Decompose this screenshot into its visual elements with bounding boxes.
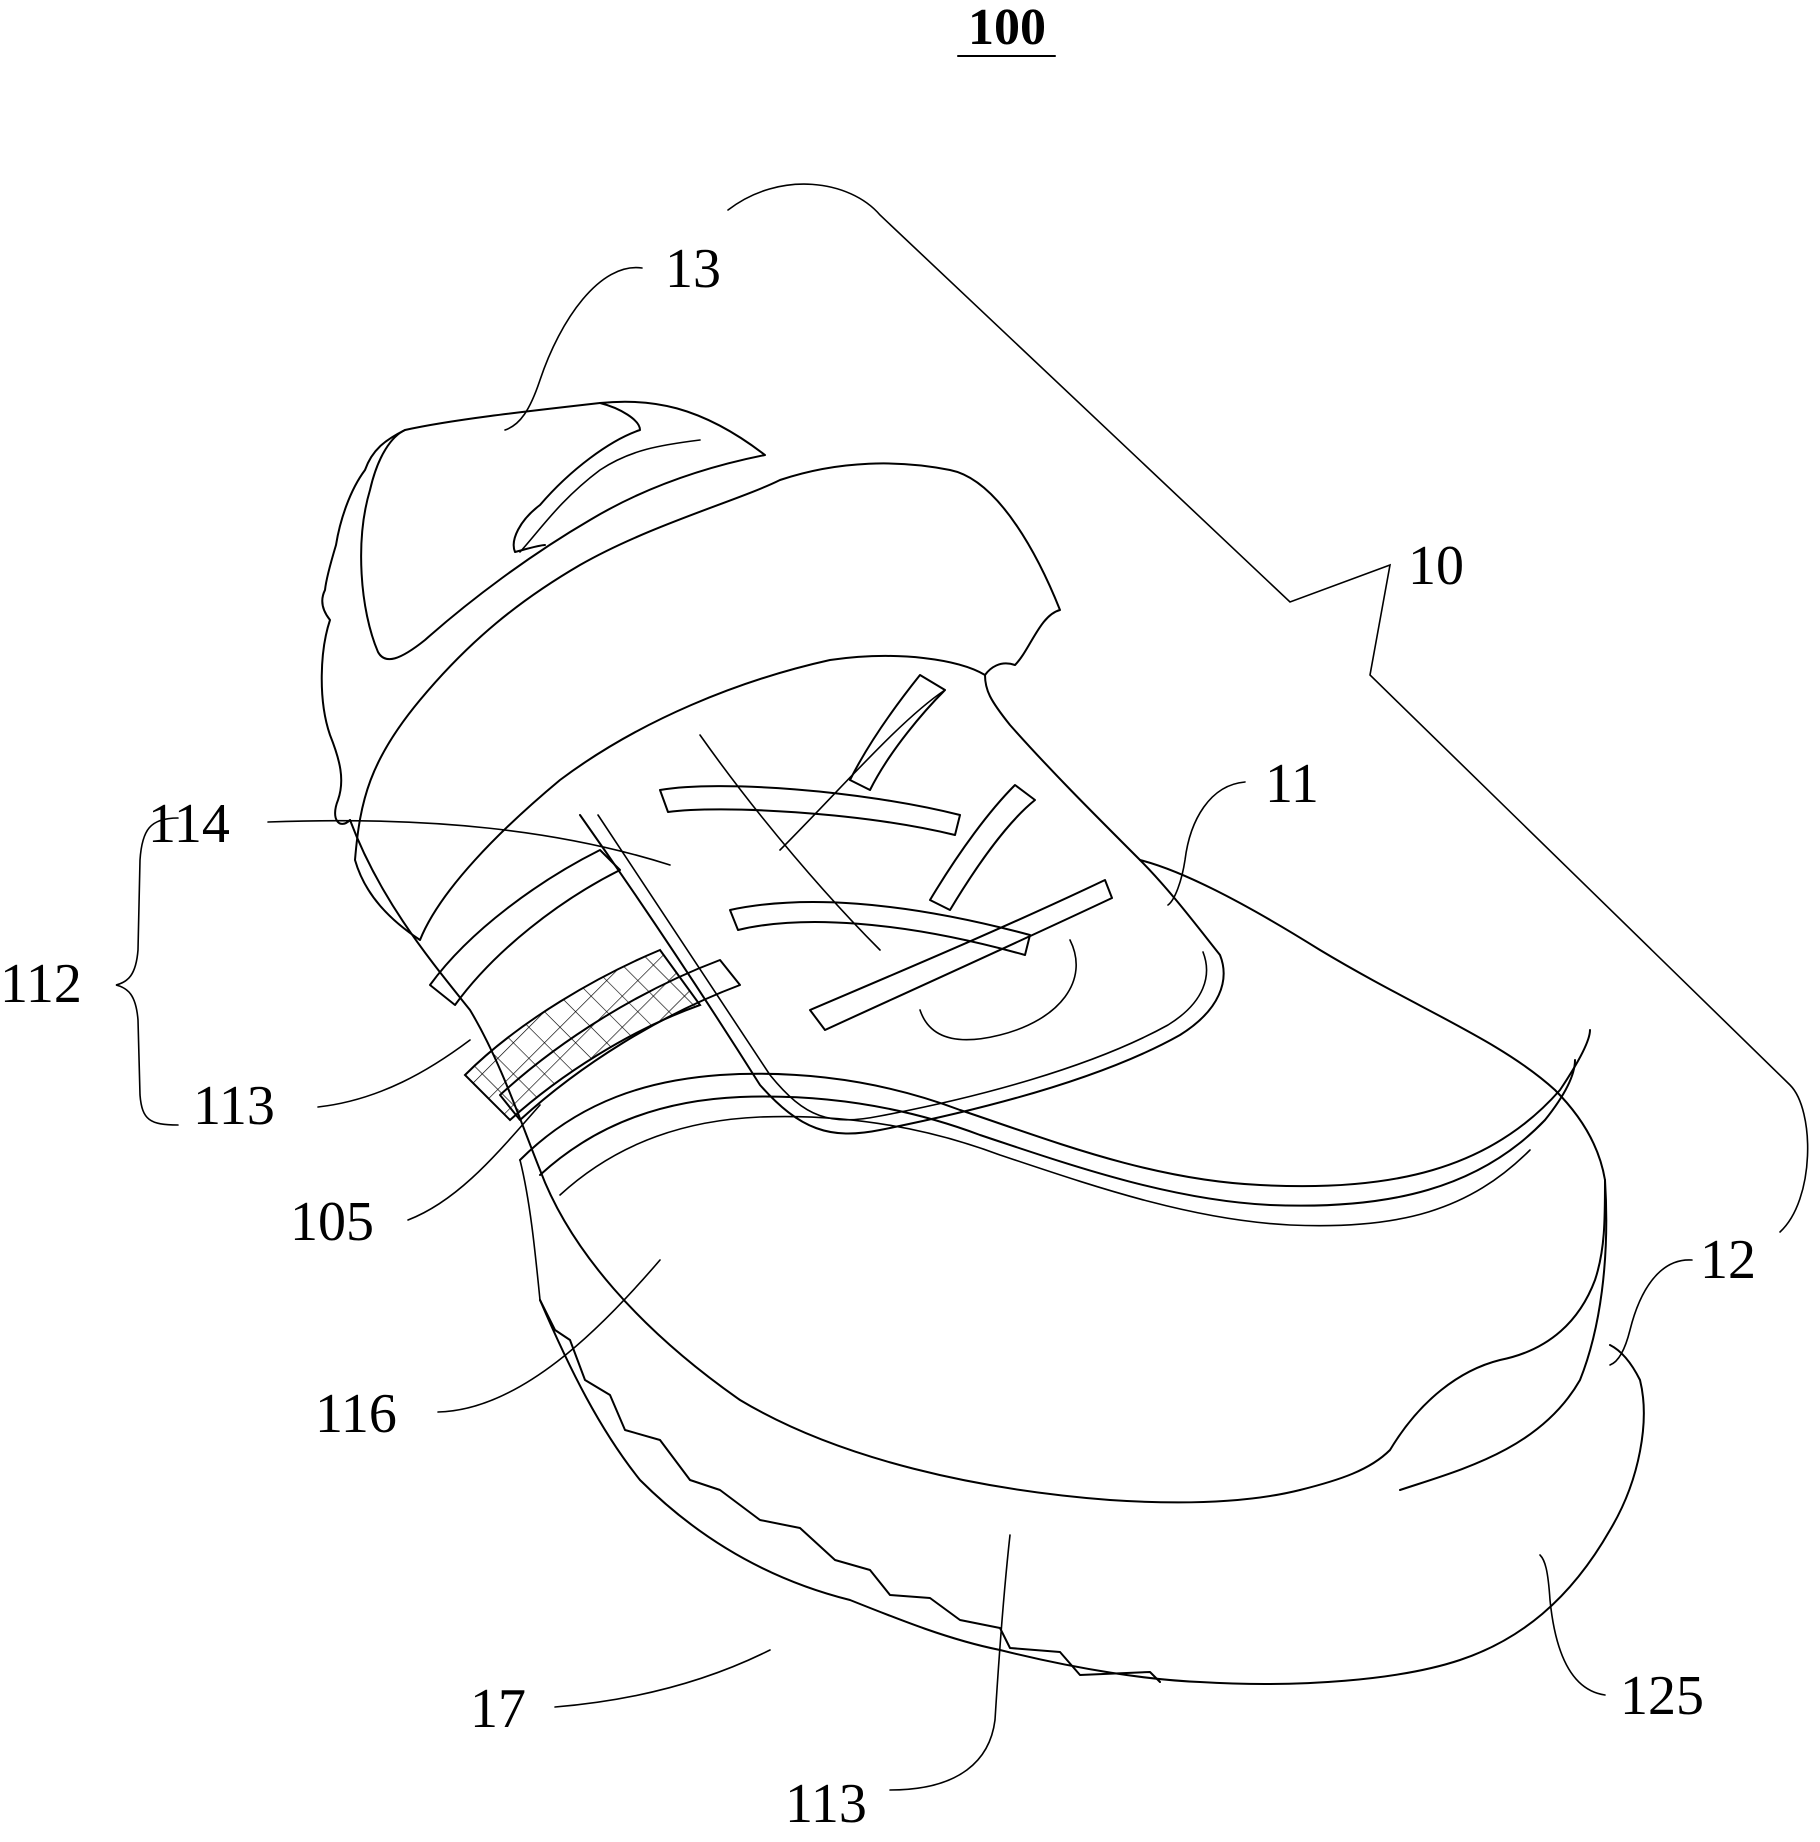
toe-cap-inner <box>540 1060 1575 1206</box>
velcro-strap <box>355 463 1060 940</box>
sole-lugs <box>540 1300 1160 1682</box>
toe-cap <box>520 1030 1590 1186</box>
lace-flap-inner <box>598 815 1207 1120</box>
figure-number: 100 <box>968 0 1046 56</box>
label-11: 11 <box>1265 753 1319 815</box>
lace-2 <box>850 675 945 790</box>
bracket-10 <box>728 184 1808 1232</box>
collar-outline <box>361 402 765 660</box>
lace-3 <box>730 902 1030 955</box>
vamp-outline <box>1140 860 1605 1180</box>
lace-4 <box>930 785 1035 910</box>
leader-116 <box>438 1260 660 1412</box>
toe-cap-inner-2 <box>560 1117 1530 1226</box>
label-114: 114 <box>148 793 230 855</box>
leader-113-left <box>318 1040 470 1107</box>
label-113-left: 113 <box>193 1075 275 1137</box>
lace-5 <box>810 880 1112 1030</box>
label-105: 105 <box>290 1191 374 1253</box>
sole-outline <box>540 1300 1644 1684</box>
label-112: 112 <box>0 953 82 1015</box>
label-13: 13 <box>665 238 721 300</box>
lace-loop <box>920 940 1076 1040</box>
label-10: 10 <box>1408 535 1464 597</box>
leader-12 <box>1610 1260 1692 1365</box>
midsole-top <box>1400 1180 1606 1490</box>
mesh-panel <box>465 950 700 1120</box>
label-12: 12 <box>1700 1229 1756 1291</box>
lace-6 <box>700 690 945 950</box>
label-125: 125 <box>1620 1665 1704 1727</box>
leader-lines <box>116 184 1808 1790</box>
sole-heel-edge <box>520 1160 540 1300</box>
label-113-bottom: 113 <box>785 1773 867 1835</box>
collar-inner-fold <box>514 403 640 552</box>
leader-113-bottom <box>890 1535 1010 1790</box>
quarter-stripe-upper <box>430 850 620 1005</box>
brace-112 <box>116 818 178 1125</box>
outsole-bumper <box>1300 1180 1605 1490</box>
lace-1 <box>660 786 960 835</box>
label-17: 17 <box>470 1678 526 1740</box>
label-116: 116 <box>315 1383 397 1445</box>
reference-labels: 13 10 11 114 112 113 105 12 116 17 125 1… <box>0 238 1756 1835</box>
heel-outline <box>322 430 405 824</box>
leader-17 <box>555 1650 770 1707</box>
leader-125 <box>1540 1555 1605 1695</box>
lace-flap <box>580 675 1224 1134</box>
